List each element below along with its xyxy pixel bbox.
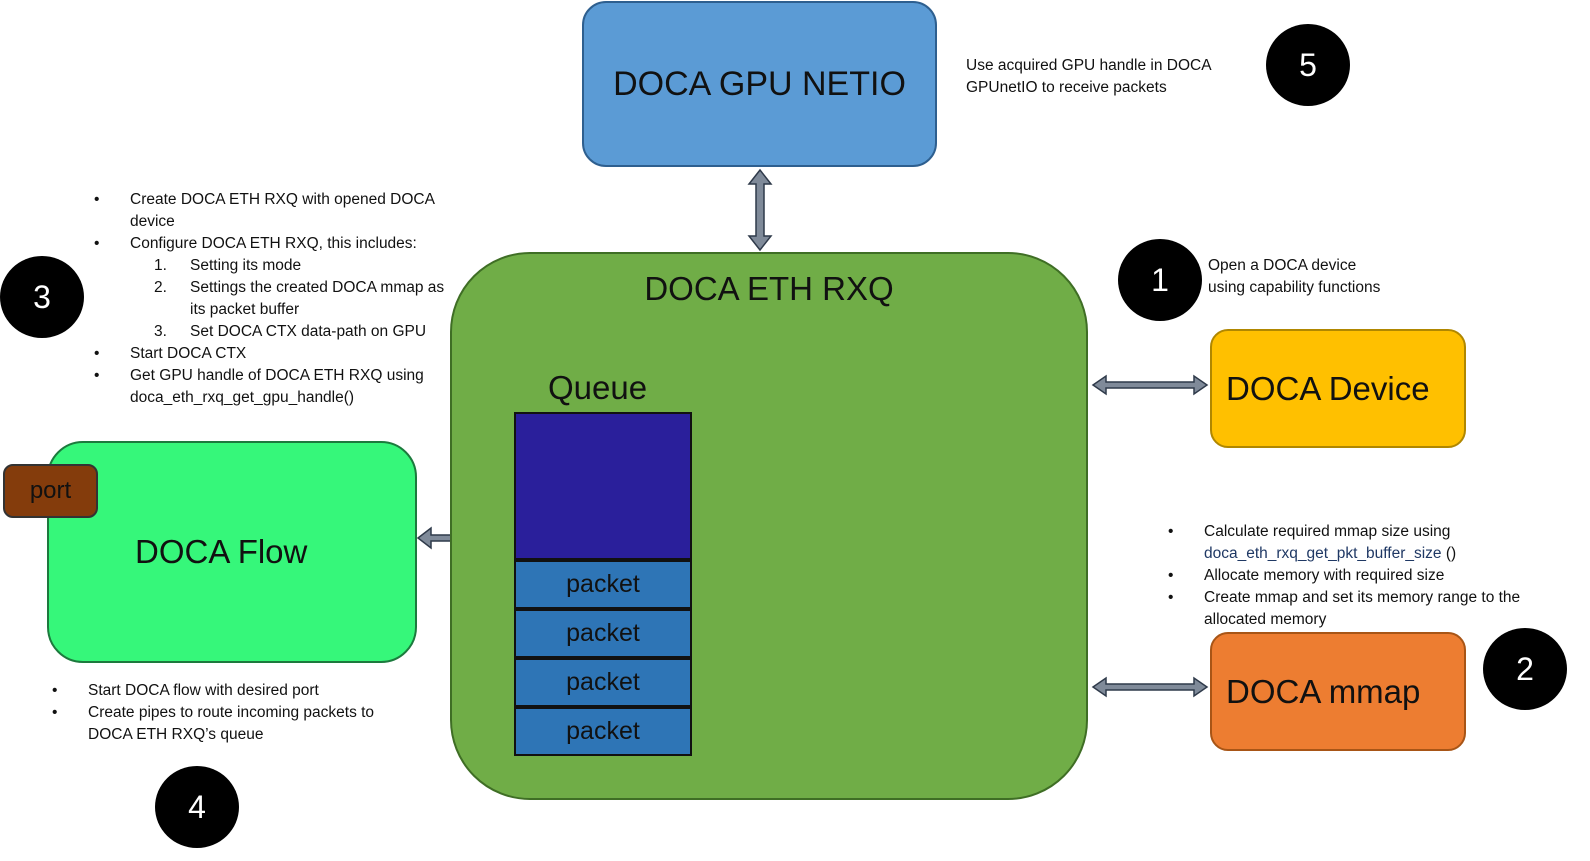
substep-number: 3. xyxy=(154,323,167,340)
doca-eth-rxq-block: DOCA ETH RXQ Queue packet packet packet … xyxy=(450,252,1088,800)
step-2-bullet: Create mmap and set its memory range to … xyxy=(1168,587,1568,609)
step-1-line: using capability functions xyxy=(1208,279,1381,296)
step-5-line: Use acquired GPU handle in DOCA xyxy=(966,57,1212,74)
step-3-substep: 3. Set DOCA CTX data-path on GPU xyxy=(94,321,474,343)
step-3-bullet: Start DOCA CTX xyxy=(94,343,474,365)
doca-gpu-netio-label: DOCA GPU NETIO xyxy=(613,64,906,103)
step-3-bullet: Create DOCA ETH RXQ with opened DOCA xyxy=(94,189,474,211)
queue-head xyxy=(514,412,692,560)
arrow-rxq-mmap xyxy=(1091,676,1209,698)
doca-mmap-label: DOCA mmap xyxy=(1226,672,1421,710)
queue-packet: packet xyxy=(514,707,692,756)
step-2-bullet: Calculate required mmap size using xyxy=(1168,521,1568,543)
step-3-substep: 1. Setting its mode xyxy=(94,255,474,277)
step-5-line: GPUnetIO to receive packets xyxy=(966,79,1167,96)
step-3-bullet: Configure DOCA ETH RXQ, this includes: xyxy=(94,233,474,255)
doca-device-block: DOCA Device xyxy=(1210,329,1466,448)
step-3-note: Create DOCA ETH RXQ with opened DOCA dev… xyxy=(94,189,474,409)
substep-text: Set DOCA CTX data-path on GPU xyxy=(190,323,427,340)
step-1-badge: 1 xyxy=(1118,239,1202,321)
step-3-bullet-cont: device xyxy=(130,213,175,230)
substep-number: 1. xyxy=(154,257,167,274)
step-4-bullet: Start DOCA flow with desired port xyxy=(52,680,452,702)
substep-text: its packet buffer xyxy=(190,301,300,318)
step-5-note: Use acquired GPU handle in DOCA GPUnetIO… xyxy=(966,55,1212,99)
substep-number: 2. xyxy=(154,279,167,296)
substep-text: Settings the created DOCA mmap as xyxy=(190,279,445,296)
step-2-badge: 2 xyxy=(1483,628,1567,710)
doca-flow-label: DOCA Flow xyxy=(135,533,308,570)
func-suffix-text: () xyxy=(1441,545,1457,562)
doca-eth-rxq-label: DOCA ETH RXQ xyxy=(644,270,894,307)
step-2-note: Calculate required mmap size using doca_… xyxy=(1168,521,1568,631)
step-3-substep: 2. Settings the created DOCA mmap as xyxy=(94,277,474,299)
step-3-substep: its packet buffer xyxy=(94,299,474,321)
arrow-netio-rxq xyxy=(747,168,773,252)
step-4-note: Start DOCA flow with desired port Create… xyxy=(52,680,452,746)
step-4-bullet: Create pipes to route incoming packets t… xyxy=(52,702,452,724)
arrow-rxq-device xyxy=(1091,374,1209,396)
doca-flow-block: DOCA Flow xyxy=(47,441,417,663)
func-name-text: doca_eth_rxq_get_pkt_buffer_size xyxy=(1204,545,1442,562)
queue-packet: packet xyxy=(514,560,692,609)
step-2-bullet: Allocate memory with required size xyxy=(1168,565,1568,587)
queue-packet: packet xyxy=(514,609,692,658)
doca-device-label: DOCA Device xyxy=(1226,369,1430,407)
step-5-badge: 5 xyxy=(1266,24,1350,106)
port-block: port xyxy=(3,464,98,518)
step-3-bullet: Get GPU handle of DOCA ETH RXQ using xyxy=(94,365,474,387)
queue-label: Queue xyxy=(548,369,648,406)
step-4-bullet-cont: DOCA ETH RXQ’s queue xyxy=(88,726,264,743)
step-3-badge: 3 xyxy=(0,256,84,338)
doca-gpu-netio-block: DOCA GPU NETIO xyxy=(582,1,937,167)
doca-mmap-block: DOCA mmap xyxy=(1210,632,1466,751)
step-1-note: Open a DOCA device using capability func… xyxy=(1208,255,1380,299)
substep-text: Setting its mode xyxy=(190,257,302,274)
step-3-bullet-cont: doca_eth_rxq_get_gpu_handle() xyxy=(130,389,355,406)
step-1-line: Open a DOCA device xyxy=(1208,257,1357,274)
step-2-bullet-cont: doca_eth_rxq_get_pkt_buffer_size () xyxy=(1168,543,1568,565)
step-2-bullet-cont: allocated memory xyxy=(1204,611,1327,628)
queue-packet: packet xyxy=(514,658,692,707)
step-4-badge: 4 xyxy=(155,766,239,848)
